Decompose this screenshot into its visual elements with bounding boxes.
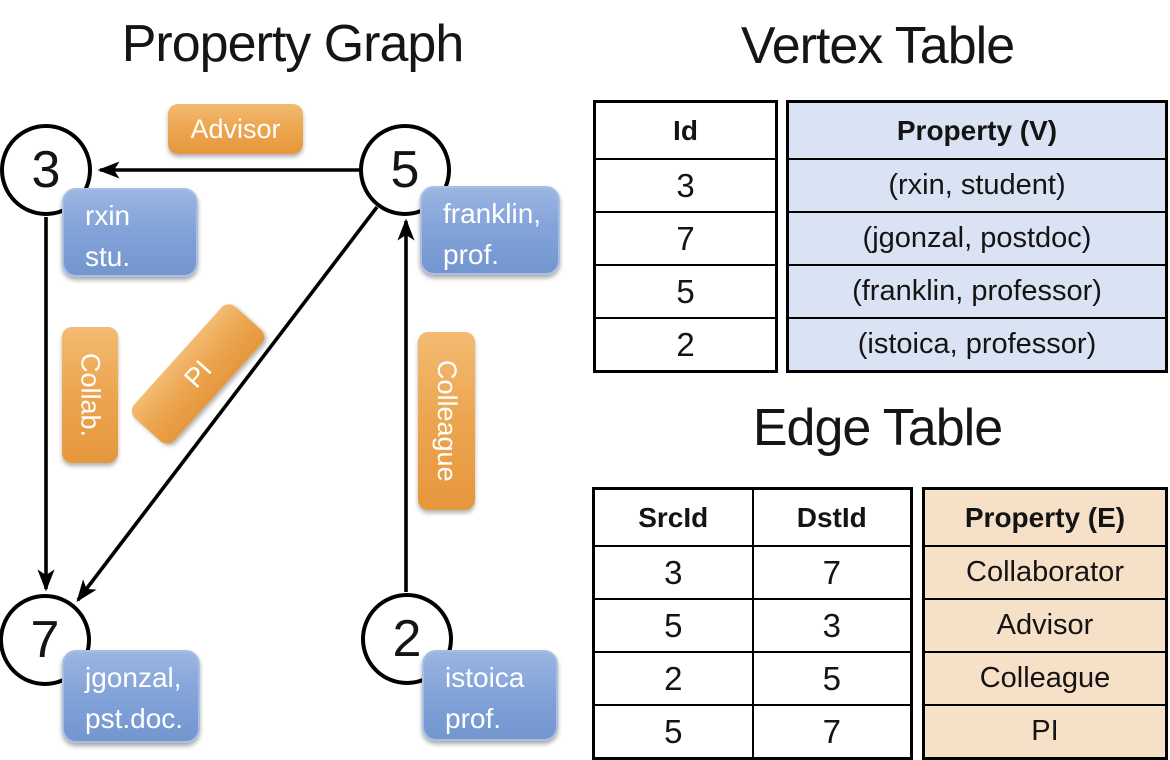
vertex-table-header-row: Id (596, 103, 775, 158)
vertex-id-cell: 7 (676, 219, 695, 257)
edge-property-cell: PI (1031, 715, 1059, 747)
property-graph-title: Property Graph (121, 15, 465, 73)
table-row: 3 (596, 158, 775, 211)
vertex-label-line2: pst.doc. (85, 703, 184, 734)
edge-label-colleague: Colleague (418, 332, 475, 510)
edge-dstid-cell: 3 (751, 600, 911, 651)
table-row: 7 (596, 211, 775, 264)
node-7-id: 7 (30, 611, 60, 669)
vertex-label-line1: jgonzal, (85, 662, 182, 693)
vertex-label-line1: rxin (85, 200, 131, 231)
table-row: 5 3 (595, 598, 910, 651)
edge-dstid-cell: 5 (751, 653, 911, 704)
edge-property-cell: Collaborator (966, 556, 1124, 588)
vertex-label-line2: prof. (445, 703, 502, 734)
edge-table-property-header: Property (E) (964, 501, 1126, 533)
table-row: Advisor (925, 598, 1165, 651)
table-row: PI (925, 704, 1165, 757)
edge-table-srcid-header: SrcId (638, 501, 709, 533)
table-row: 3 7 (595, 545, 910, 598)
table-row: (jgonzal, postdoc) (789, 211, 1165, 264)
vertex-id-cell: 2 (676, 325, 695, 363)
table-row: 5 7 (595, 704, 910, 757)
edge-table-id-columns: SrcId DstId 3 7 5 3 2 5 5 7 (592, 487, 913, 760)
table-row: (franklin, professor) (789, 264, 1165, 317)
vertex-property-cell: (rxin, student) (888, 169, 1066, 201)
vertex-table-property-column: Property (V) (rxin, student) (jgonzal, p… (786, 100, 1168, 373)
vertex-property-cell: (franklin, professor) (852, 275, 1102, 307)
edge-property-cell: Advisor (996, 609, 1094, 641)
vertex-table-header-row: Property (V) (789, 103, 1165, 158)
vertex-table-id-column: Id 3 7 5 2 (593, 100, 778, 373)
table-row: 5 (596, 264, 775, 317)
table-row: 2 5 (595, 651, 910, 704)
vertex-label-line2: stu. (85, 241, 131, 272)
vertex-property-label-rxin: rxin stu. (62, 188, 198, 277)
graph-node-5: 5 (359, 124, 451, 216)
table-row: (istoica, professor) (789, 317, 1165, 370)
edge-property-cell: Colleague (979, 662, 1111, 694)
vertex-label-line2: prof. (443, 239, 500, 270)
edge-table-title: Edge Table (752, 399, 1003, 457)
vertex-id-cell: 3 (676, 166, 695, 204)
vertex-table-id-header: Id (673, 114, 698, 146)
table-row: Colleague (925, 651, 1165, 704)
node-5-id: 5 (390, 141, 420, 199)
edge-dstid-cell: 7 (751, 547, 911, 598)
vertex-table-title: Vertex Table (740, 17, 1015, 75)
edge-label-collab: Collab. (62, 327, 118, 463)
edge-table-header-row: Property (E) (925, 490, 1165, 545)
edge-srcid-cell: 5 (664, 606, 683, 644)
table-row: 2 (596, 317, 775, 370)
node-2-id: 2 (392, 610, 422, 668)
edge-srcid-cell: 5 (664, 712, 683, 750)
edge-dstid-cell: 7 (751, 706, 911, 757)
vertex-property-label-jgonzal: jgonzal, pst.doc. (62, 650, 200, 743)
vertex-property-label-istoica: istoica prof. (422, 650, 558, 741)
edge-pi-line (76, 205, 379, 602)
edge-srcid-cell: 3 (664, 553, 683, 591)
table-row: Collaborator (925, 545, 1165, 598)
graph-node-2: 2 (361, 593, 453, 685)
vertex-property-cell: (istoica, professor) (857, 328, 1097, 360)
vertex-label-line1: istoica (445, 662, 525, 693)
vertex-property-label-franklin: franklin, prof. (420, 186, 560, 275)
vertex-label-line1: franklin, (443, 198, 542, 229)
edge-label-advisor: Advisor (168, 104, 303, 154)
table-row: (rxin, student) (789, 158, 1165, 211)
node-3-id: 3 (31, 141, 61, 199)
vertex-id-cell: 5 (676, 272, 695, 310)
vertex-property-cell: (jgonzal, postdoc) (862, 222, 1092, 254)
vertex-table-property-header: Property (V) (896, 114, 1058, 146)
graph-edges-svg (37, 161, 415, 602)
edge-table-dstid-header: DstId (751, 490, 911, 545)
edge-table-property-column: Property (E) Collaborator Advisor Collea… (922, 487, 1168, 760)
edge-table-header-row: SrcId DstId (595, 490, 910, 545)
edge-srcid-cell: 2 (664, 659, 683, 697)
